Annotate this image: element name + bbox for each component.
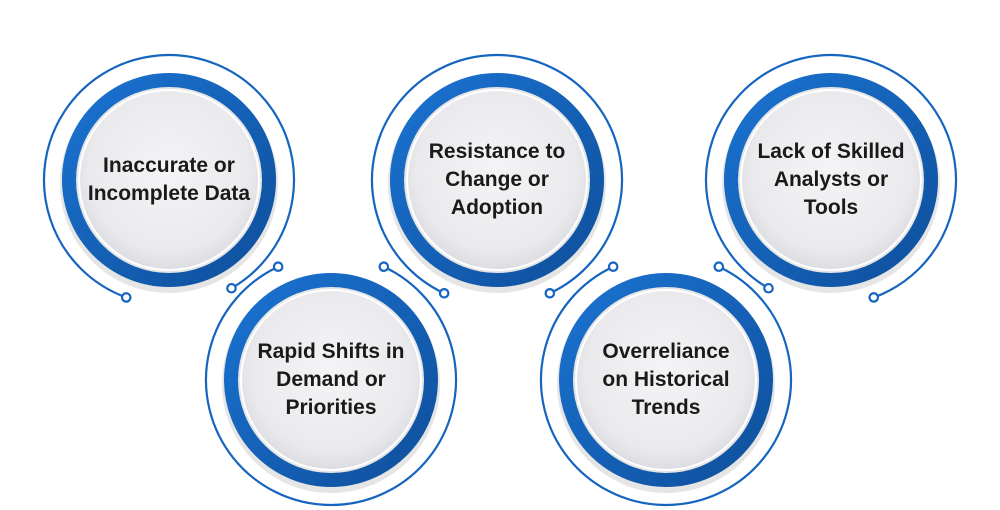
arc-end-dot xyxy=(607,261,619,273)
circle-node-overreliance xyxy=(539,261,793,507)
label-overreliance: Overreliance on Historical Trends xyxy=(581,338,751,422)
label-line: Resistance to xyxy=(428,140,566,163)
arc-end-dot xyxy=(272,261,284,273)
label-line: on Historical xyxy=(602,368,730,391)
label-line: Adoption xyxy=(450,196,544,219)
inner-disc xyxy=(80,91,258,269)
arc-end-dot xyxy=(713,261,725,273)
arc-end-dot xyxy=(378,261,390,273)
thick-ring xyxy=(62,73,276,287)
label-resistance-to-change: Resistance to Change or Adoption xyxy=(412,138,582,222)
label-line: Demand or xyxy=(276,368,386,391)
thick-ring xyxy=(390,73,604,287)
thick-ring xyxy=(724,73,938,287)
arc-end-dot xyxy=(763,282,774,294)
arc-end-dot xyxy=(868,292,880,303)
label-rapid-shifts: Rapid Shifts in Demand or Priorities xyxy=(246,338,416,422)
arc-end-dot xyxy=(438,287,450,299)
label-lack-of-skilled-analysts: Lack of Skilled Analysts or Tools xyxy=(746,138,916,222)
inner-disc xyxy=(577,291,755,469)
circle-node-inaccurate-data xyxy=(42,53,296,303)
label-line: Lack of Skilled xyxy=(757,140,905,163)
arc-end-dot xyxy=(544,287,556,299)
outer-arc xyxy=(42,53,296,299)
arc-end-dot xyxy=(226,282,237,294)
circle-node-resistance-to-change xyxy=(370,53,624,299)
inner-disc xyxy=(242,291,420,469)
label-line: Incomplete Data xyxy=(87,182,251,205)
inner-disc xyxy=(408,91,586,269)
label-line: Priorities xyxy=(285,396,377,419)
circle-node-lack-of-skilled-analysts xyxy=(704,53,958,303)
inner-disc xyxy=(742,91,920,269)
label-line: Rapid Shifts in xyxy=(257,340,405,363)
outer-arc xyxy=(704,53,958,299)
circle-node-rapid-shifts xyxy=(204,261,458,507)
thick-ring xyxy=(224,273,438,487)
outer-arc xyxy=(539,265,793,507)
label-line: Trends xyxy=(631,396,701,419)
label-line: Change or xyxy=(445,168,549,191)
label-line: Analysts or xyxy=(773,168,889,191)
arc-end-dot xyxy=(120,292,132,303)
label-line: Tools xyxy=(803,196,859,219)
outer-arc xyxy=(204,265,458,507)
outer-arc xyxy=(370,53,624,295)
thick-ring xyxy=(559,273,773,487)
label-line: Inaccurate or xyxy=(103,154,235,177)
label-line: Overreliance xyxy=(602,340,730,363)
label-inaccurate-data: Inaccurate or Incomplete Data xyxy=(84,152,254,208)
